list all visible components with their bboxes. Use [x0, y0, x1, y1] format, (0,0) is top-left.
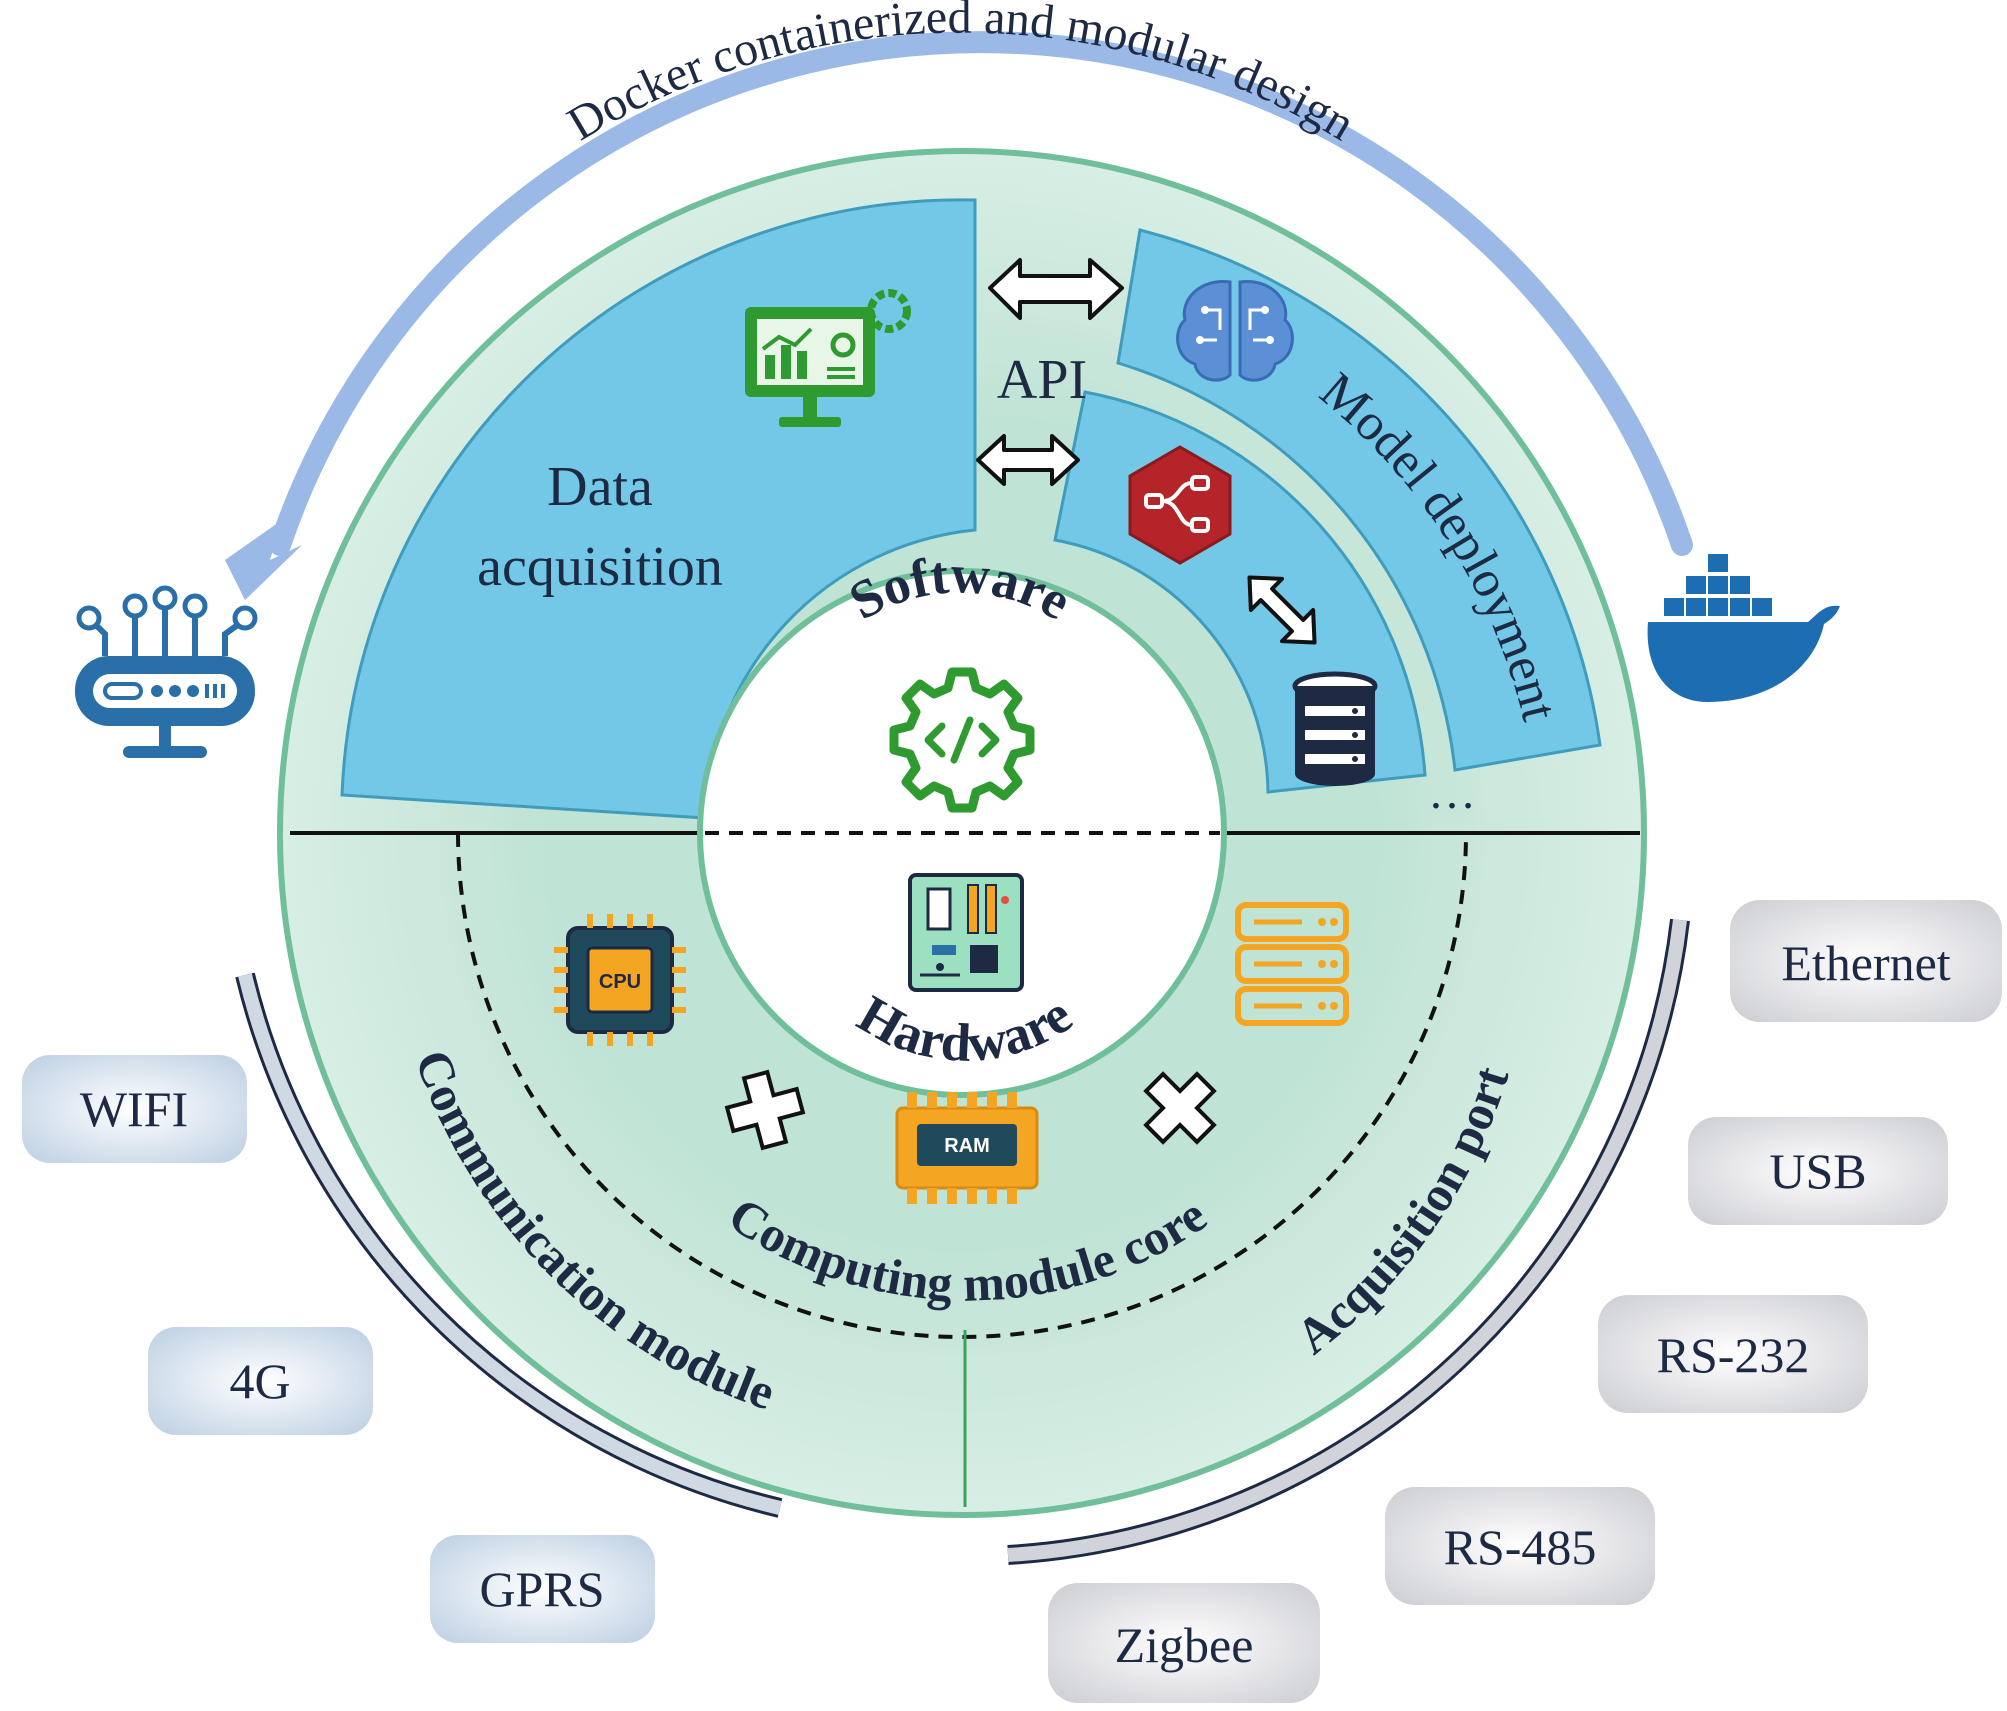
svg-text:RAM: RAM: [944, 1135, 990, 1157]
api-arrow-bottom: [976, 434, 1080, 486]
svg-text:USB: USB: [1769, 1143, 1866, 1199]
motherboard-icon: [908, 873, 1024, 992]
monitor-analytics-icon: [745, 289, 911, 427]
comm-option-gprs: GPRS: [430, 1535, 655, 1643]
svg-text:RS-485: RS-485: [1444, 1519, 1597, 1575]
router-icon: [75, 585, 258, 758]
communication-bracket-inner: [238, 973, 782, 1515]
center-core: [697, 568, 1227, 1098]
cpu-chip-icon: CPU: [554, 914, 686, 1046]
svg-text:WIFI: WIFI: [80, 1081, 188, 1137]
port-bracket-inner: [1007, 919, 1687, 1562]
arc-title: Docker containerized and modular design: [559, 0, 1364, 151]
node-db-double-arrow: [1247, 575, 1317, 645]
plus-icon-right: [1143, 1071, 1217, 1145]
docker-whale-icon: [1647, 554, 1840, 702]
ellipsis-label: …: [1428, 766, 1476, 819]
svg-text:GPRS: GPRS: [479, 1561, 604, 1617]
port-option-rs485: RS-485: [1385, 1487, 1655, 1605]
svg-text:Zigbee: Zigbee: [1115, 1617, 1254, 1673]
port-option-zigbee: Zigbee: [1048, 1583, 1320, 1703]
docker-arc-arrow: [269, 31, 1693, 556]
data-acquisition-label-line1: Data: [547, 456, 653, 518]
api-arrow-top: [988, 258, 1124, 320]
brain-circuit-icon: [1176, 280, 1294, 382]
port-option-ethernet: Ethernet: [1730, 900, 2002, 1022]
data-acquisition-label-line2: acquisition: [477, 536, 723, 598]
svg-text:CPU: CPU: [599, 971, 641, 993]
port-option-rs232: RS-232: [1598, 1295, 1868, 1413]
svg-text:4G: 4G: [229, 1353, 290, 1409]
comm-option-4g: 4G: [148, 1327, 373, 1435]
svg-text:Ethernet: Ethernet: [1781, 935, 1950, 991]
docker-arc-arrowhead: [225, 520, 302, 600]
comm-option-wifi: WIFI: [22, 1055, 247, 1163]
node-red-icon: [1128, 445, 1232, 565]
plus-icon-left: [724, 1069, 806, 1151]
ram-module-icon: RAM: [895, 1092, 1039, 1204]
server-rack-icon: [1235, 902, 1349, 1026]
port-option-usb: USB: [1688, 1117, 1948, 1225]
svg-text:RS-232: RS-232: [1657, 1327, 1810, 1383]
computing-core-dashed-arc: [456, 832, 1468, 1339]
database-icon: [1292, 671, 1378, 786]
gear-code-icon: [889, 667, 1035, 813]
api-label: API: [997, 349, 1087, 411]
